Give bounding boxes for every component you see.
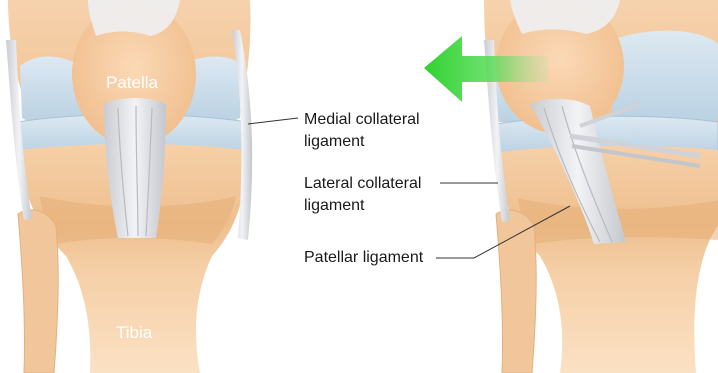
fibula [18, 210, 58, 373]
patella-label: Patella [106, 73, 159, 92]
dislocated-knee [424, 0, 718, 373]
medial-collateral-label-line1: Medial collateral [304, 111, 420, 128]
normal-knee: Patella Tibia [6, 0, 252, 373]
lateral-collateral-label-line1: Lateral collateral [304, 175, 421, 192]
tibia-label: Tibia [116, 323, 153, 342]
patellar-ligament-label: Patellar ligament [304, 249, 424, 266]
femur-cartilage-right-2 [612, 31, 718, 127]
medial-leader-line [248, 118, 298, 124]
medial-collateral-label-line2: ligament [304, 133, 365, 150]
lateral-collateral-label-line2: ligament [304, 197, 365, 214]
